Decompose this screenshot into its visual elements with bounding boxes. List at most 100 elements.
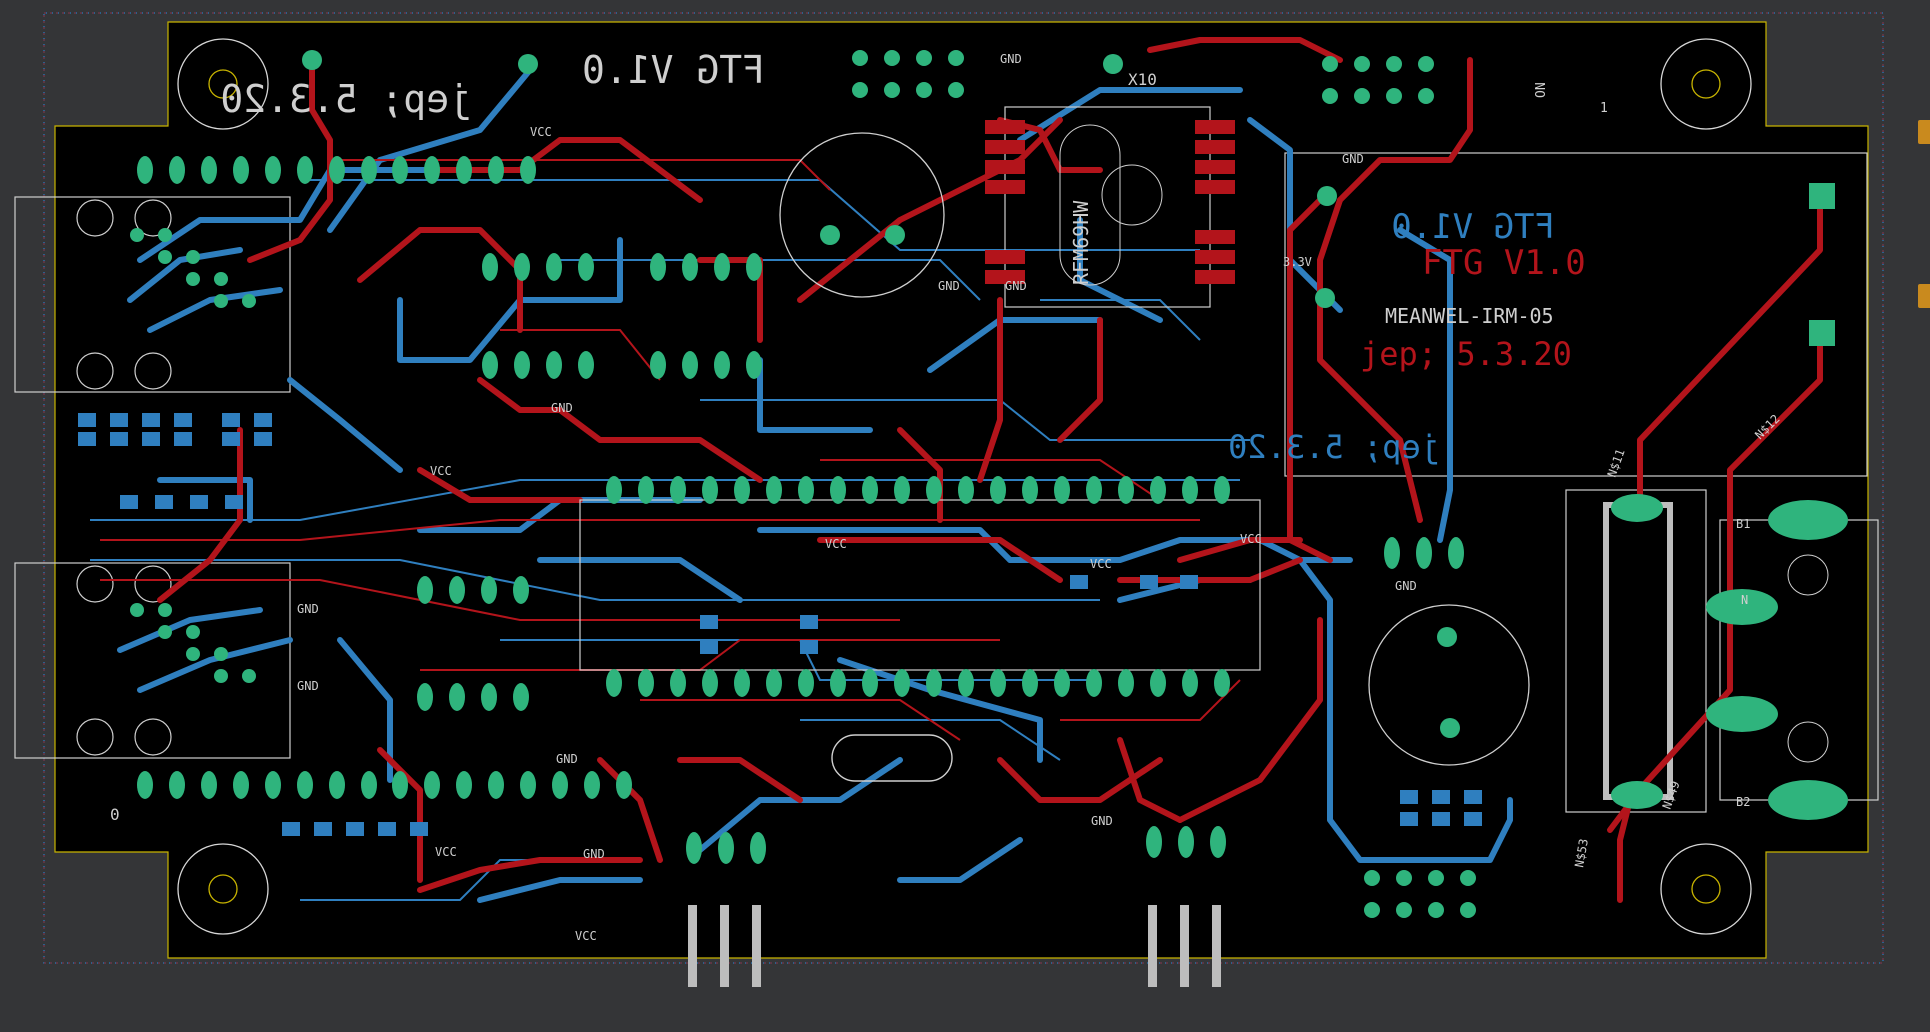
board-title-red: FTG V1.0 — [1422, 243, 1586, 283]
net-label-gnd: GND — [556, 752, 578, 766]
pad — [214, 669, 228, 683]
pad — [702, 669, 718, 697]
net-label-vcc: VCC — [435, 845, 457, 859]
pad — [1182, 669, 1198, 697]
pad — [456, 771, 472, 799]
pad — [514, 253, 530, 281]
net-label-gnd: GND — [297, 602, 319, 616]
pad — [546, 253, 562, 281]
pad — [916, 50, 932, 66]
net-label-gnd: GND — [1342, 152, 1364, 166]
net-label-vcc: VCC — [1240, 532, 1262, 546]
electrolytic-caps — [779, 132, 1530, 766]
pad — [214, 647, 228, 661]
through-hole-pads — [130, 50, 1848, 918]
pad — [734, 669, 750, 697]
pad — [1086, 669, 1102, 697]
pad — [746, 253, 762, 281]
pad — [361, 771, 377, 799]
pad — [482, 351, 498, 379]
pad — [1428, 902, 1444, 918]
pad — [884, 50, 900, 66]
pad — [329, 771, 345, 799]
pad — [520, 156, 536, 184]
board-title-blue: FTG V1.0 — [1391, 207, 1555, 247]
pad — [1386, 88, 1402, 104]
pad — [456, 156, 472, 184]
bottom-copper-traces — [117, 67, 1513, 903]
pad — [214, 294, 228, 308]
pad — [1428, 870, 1444, 886]
pad — [552, 771, 568, 799]
net-label-vcc: VCC — [530, 125, 552, 139]
pad — [392, 156, 408, 184]
pad — [702, 476, 718, 504]
pad — [638, 669, 654, 697]
terminal-label-b2: B2 — [1736, 795, 1750, 809]
pad — [1460, 902, 1476, 918]
pad — [186, 647, 200, 661]
rfm-pads — [985, 120, 1235, 284]
pad — [417, 576, 433, 604]
terminal-label-n: N — [1741, 593, 1748, 607]
pad — [481, 576, 497, 604]
pad — [265, 771, 281, 799]
pad — [852, 82, 868, 98]
pad — [1146, 826, 1162, 858]
crystal — [831, 734, 953, 782]
fuse-holder — [1565, 489, 1707, 813]
pad — [520, 771, 536, 799]
pad — [1768, 500, 1848, 540]
panel-tab-top[interactable] — [1918, 120, 1930, 144]
pad — [1322, 56, 1338, 72]
net-label-gnd: GND — [1000, 52, 1022, 66]
pad — [578, 253, 594, 281]
pad — [926, 476, 942, 504]
pad — [926, 669, 942, 697]
pad — [990, 476, 1006, 504]
pad — [750, 832, 766, 864]
pad — [714, 253, 730, 281]
pad — [830, 669, 846, 697]
pad — [1086, 476, 1102, 504]
net-label-3v3: 3.3V — [1283, 255, 1312, 269]
pad — [1354, 88, 1370, 104]
pad — [1214, 476, 1230, 504]
pad — [638, 476, 654, 504]
pad — [1418, 56, 1434, 72]
pad — [158, 603, 172, 617]
one-label: 1 — [1600, 101, 1608, 116]
pad — [482, 253, 498, 281]
pad — [1611, 494, 1663, 522]
pad — [584, 771, 600, 799]
pad — [670, 669, 686, 697]
terminal-label-b1: B1 — [1736, 517, 1750, 531]
pad — [1460, 870, 1476, 886]
pad — [820, 225, 840, 245]
pad — [1054, 669, 1070, 697]
pad — [1150, 669, 1166, 697]
pad — [718, 832, 734, 864]
pad — [417, 683, 433, 711]
pad — [130, 228, 144, 242]
pad — [894, 669, 910, 697]
rfm-label: RFM69HW — [1069, 200, 1093, 285]
pad — [714, 351, 730, 379]
pad — [392, 771, 408, 799]
net-label-gnd: GND — [1091, 814, 1113, 828]
pad — [798, 476, 814, 504]
pad — [682, 253, 698, 281]
pad — [852, 50, 868, 66]
pad — [1440, 718, 1460, 738]
pad — [1315, 288, 1335, 308]
panel-tab-bottom[interactable] — [1918, 284, 1930, 308]
pad — [916, 82, 932, 98]
pad — [449, 683, 465, 711]
pad — [1322, 88, 1338, 104]
pad — [606, 476, 622, 504]
pad — [449, 576, 465, 604]
pad — [862, 476, 878, 504]
pad — [885, 225, 905, 245]
